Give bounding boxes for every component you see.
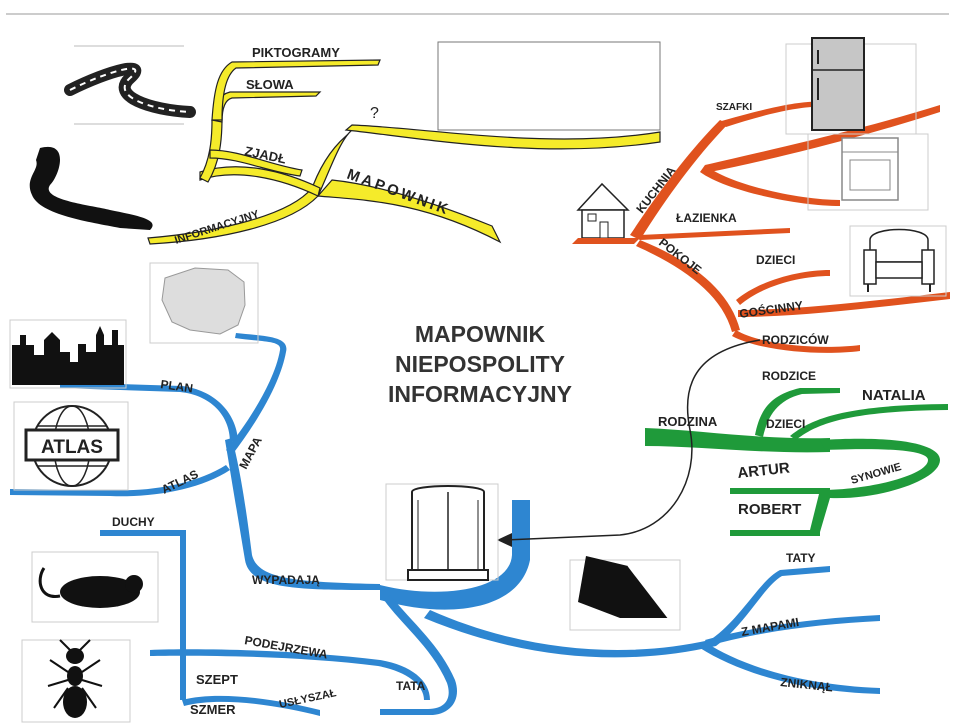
- label-slowa: SŁOWA: [246, 77, 294, 92]
- label-artur: ARTUR: [737, 460, 791, 482]
- label-taty: TATY: [786, 551, 816, 565]
- label-zniknal: ZNIKNĄŁ: [780, 675, 834, 694]
- green-to-artur: [730, 488, 830, 494]
- fridge-icon: [785, 37, 917, 135]
- center-title-line1: MAPOWNIK: [415, 321, 546, 347]
- red-to-lazienka: [640, 228, 790, 240]
- yellow-to-piktogramy: [211, 59, 381, 121]
- road-icon: [64, 45, 196, 125]
- center-title-line3: INFORMACYJNY: [388, 381, 572, 407]
- green-to-natalia: [790, 404, 948, 440]
- poland-map-icon: [149, 262, 259, 344]
- atlas-badge-text: ATLAS: [41, 437, 103, 458]
- mouse-icon: [31, 551, 159, 623]
- yellow-top-right: [344, 124, 661, 150]
- city-skyline-icon: [9, 319, 127, 389]
- arrow-head-icon: [497, 533, 512, 547]
- label-piktogramy: PIKTOGRAMY: [252, 45, 340, 60]
- label-szafki: SZAFKI: [716, 102, 752, 113]
- empty-image-frame: [437, 41, 661, 131]
- yellow-to-slowa: [211, 91, 322, 123]
- center-title: MAPOWNIK NIEPOSPOLITY INFORMACYJNY: [388, 321, 572, 407]
- wardrobe-icon: [385, 483, 499, 581]
- label-goscinny: GOŚCINNY: [738, 297, 803, 321]
- red-to-rodzicow: [732, 330, 860, 353]
- label-szmer: SZMER: [190, 702, 236, 717]
- yellow-to-informacyjny: [147, 187, 319, 245]
- label-rodzice: RODZICE: [762, 369, 816, 383]
- yellow-to-zjadl-branch: [209, 149, 303, 177]
- blue-to-z-mapami: [705, 615, 880, 646]
- yellow-main-to-mapownik: [316, 179, 502, 244]
- green-to-rodzice: [755, 388, 840, 437]
- red-branch: [630, 101, 950, 353]
- armchair-icon: [849, 225, 947, 297]
- red-to-goscinny: [738, 292, 950, 317]
- winding-road-icon: [29, 146, 153, 230]
- label-duchy: DUCHY: [112, 515, 155, 529]
- label-robert: ROBERT: [738, 501, 801, 518]
- blue-to-atlas: [10, 465, 230, 497]
- blue-trunk-from-wardrobe: [380, 500, 530, 610]
- green-to-robert: [730, 530, 820, 536]
- yellow-branch: [147, 59, 661, 245]
- red-to-pokoje: [636, 240, 740, 332]
- label-lazienka: ŁAZIENKA: [676, 211, 737, 225]
- blue-to-podejrzewa: [150, 649, 430, 700]
- yellow-rise-to-question: [309, 129, 353, 197]
- label-dzieci-red: DZIECI: [756, 253, 795, 267]
- blue-to-zniknal: [700, 642, 880, 694]
- blue-duchy: [180, 530, 186, 700]
- red-trunk-up: [630, 120, 728, 240]
- label-tata: TATA: [396, 679, 426, 693]
- label-plan: PLAN: [160, 377, 194, 395]
- atlas-globe-icon: ATLAS: [13, 401, 129, 491]
- blue-to-poland: [226, 333, 287, 455]
- label-question: ?: [370, 105, 379, 122]
- red-to-szafki: [718, 101, 820, 127]
- label-rodzicow: RODZICÓW: [762, 332, 829, 347]
- label-rodzina: RODZINA: [658, 414, 718, 429]
- folder-icon: [569, 556, 681, 631]
- label-natalia: NATALIA: [862, 387, 926, 404]
- label-atlas: ATLAS: [159, 467, 200, 497]
- label-szept: SZEPT: [196, 672, 238, 687]
- blue-down-to-tata: [380, 595, 458, 715]
- connector-arrow: [504, 339, 761, 541]
- red-to-kuchnia-bottom: [700, 165, 840, 206]
- green-loop: [810, 438, 940, 532]
- label-dzieci-green: DZIECI: [766, 417, 805, 431]
- yellow-to-zjadl: [199, 166, 321, 197]
- stove-icon: [807, 133, 929, 211]
- center-title-line2: NIEPOSPOLITY: [395, 351, 565, 377]
- label-z-mapami: Z MAPAMI: [740, 615, 800, 639]
- red-to-dzieci: [736, 270, 830, 305]
- blue-to-duchy-left: [100, 530, 186, 536]
- ant-icon: [21, 639, 131, 723]
- label-wypadaja: WYPADAJĄ: [252, 573, 320, 587]
- house-icon: [572, 182, 640, 244]
- red-to-kuchnia-right: [705, 105, 940, 172]
- blue-bottom-loop: [182, 695, 320, 716]
